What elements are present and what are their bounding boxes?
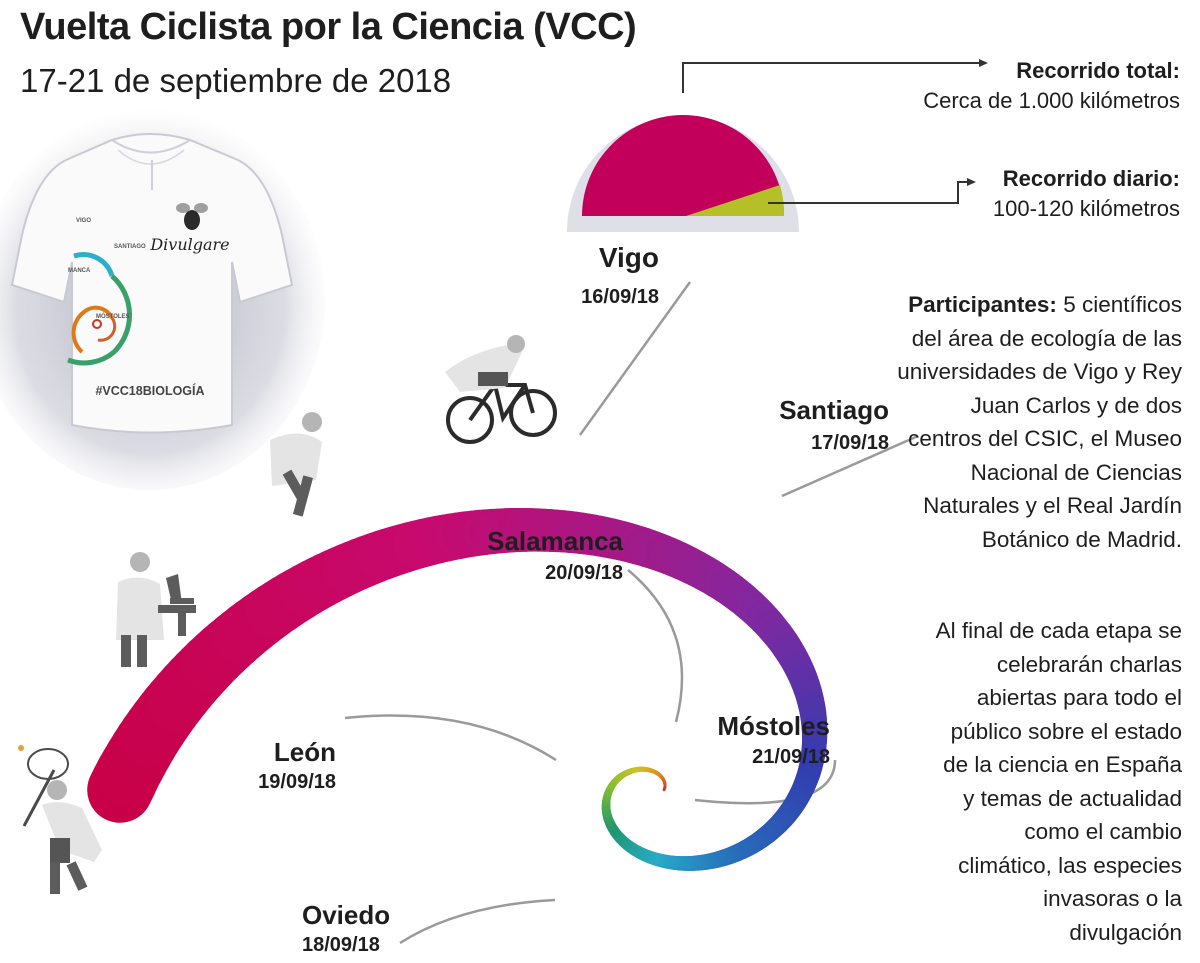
- stage-date-leon: 19/09/18: [258, 771, 336, 793]
- leader-oviedo: [399, 898, 556, 945]
- page-title: Vuelta Ciclista por la Ciencia (VCC): [20, 6, 637, 48]
- cyclist-icon: [445, 335, 557, 444]
- butterfly-net-scientist-icon: [18, 745, 102, 894]
- stage-city-oviedo: Oviedo: [302, 900, 391, 930]
- leader-salamanca: [627, 569, 684, 723]
- total-distance-value: Cerca de 1.000 kilómetros: [923, 88, 1180, 113]
- leader-leon: [344, 714, 557, 762]
- daily-distance-label: Recorrido diario:: [1002, 166, 1180, 191]
- stage-city-leon: León: [273, 737, 336, 767]
- daily-distance-value: 100-120 kilómetros: [992, 196, 1180, 221]
- jersey-brand: Divulgare: [149, 235, 229, 254]
- gauge-daily: [686, 185, 785, 216]
- stage-city-santiago: Santiago: [779, 395, 889, 425]
- jersey-hashtag: #VCC18BIOLOGÍA: [95, 383, 204, 398]
- bee-logo-icon: [176, 203, 208, 230]
- stage-date-vigo: 16/09/18: [581, 286, 659, 308]
- stage-city-mostoles: Móstoles: [717, 711, 830, 741]
- walking-scientist-icon: [270, 412, 322, 517]
- stage-date-salamanca: 20/09/18: [545, 562, 623, 584]
- stage-city-vigo: Vigo: [598, 242, 659, 273]
- stage-date-santiago: 17/09/18: [811, 432, 889, 454]
- stage-date-mostoles: 21/09/18: [752, 746, 830, 768]
- jersey-city-santiago: SANTIAGO: [114, 244, 146, 250]
- jersey-city-salamanca: MANCA: [68, 268, 91, 274]
- leader-vigo: [578, 281, 692, 436]
- talks-paragraph: Al final de cada etapa se celebrarán cha…: [935, 618, 1182, 945]
- stage-date-oviedo: 18/09/18: [302, 934, 380, 956]
- participants-paragraph: Participantes: 5 científicos del área de…: [892, 288, 1182, 556]
- jersey-icon: Divulgare #VCC18BIOLOGÍA VIGO SANTIAGO M…: [0, 110, 325, 490]
- page-subtitle: 17-21 de septiembre de 2018: [20, 62, 452, 99]
- jersey-city-vigo: VIGO: [76, 218, 91, 224]
- stage-city-salamanca: Salamanca: [487, 526, 623, 556]
- leader-santiago: [781, 434, 919, 498]
- participants-text: 5 científicos del área de ecología de la…: [897, 292, 1182, 552]
- microscope-scientist-icon: [116, 552, 196, 667]
- gauge-total: [582, 115, 784, 216]
- jersey-city-mostoles: MÓSTOLES: [96, 312, 130, 320]
- total-distance-label: Recorrido total:: [1016, 58, 1180, 83]
- route-spiral: [87, 507, 828, 871]
- participants-label: Participantes:: [908, 292, 1057, 317]
- distance-gauge: [567, 59, 988, 232]
